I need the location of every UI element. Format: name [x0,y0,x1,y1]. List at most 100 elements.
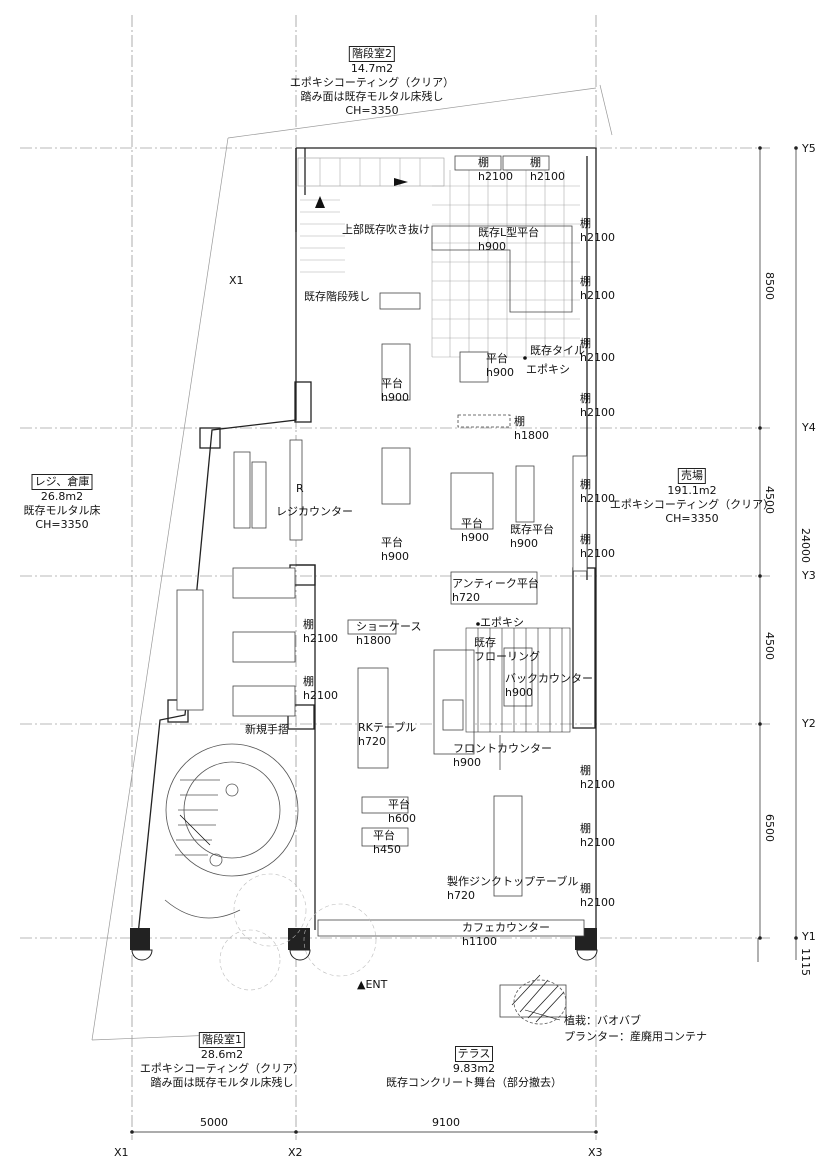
existing-stage-text: 既存平台 [510,523,554,536]
room-area-stair2: 14.7m2 [350,62,394,75]
front-counter-height: h900 [453,756,481,769]
stage-height: h600 [388,812,416,825]
grid-label-y3: Y3 [802,569,816,582]
shelf-text: 棚 [478,156,489,169]
stage-text: 平台 [381,536,403,549]
planting-text: 植栽：バオバブ [564,1014,641,1027]
antique-stage-text: アンティーク平台 [452,577,539,590]
stage-text: 平台 [486,352,508,365]
cafe-counter-text: カフェカウンター [462,921,550,934]
shelf-text: 棚 [530,156,541,169]
furniture [176,155,588,1018]
x1-diagonal-text: X1 [229,274,244,287]
new-handrail-text: 新規手摺 [245,723,289,736]
shelf-text: 棚 [580,392,591,405]
zinc-table-text: 製作ジンクトップテーブル [447,875,579,888]
new-handrail-label: 新規手摺 [245,723,289,737]
dimension-9100: 9100 [432,1116,460,1129]
shelf-height: h2100 [580,778,615,791]
existing-stair-text: 既存階段残し [304,290,370,303]
zinc-table-height: h720 [447,889,475,902]
walls [137,147,597,940]
antique-stage-height: h720 [452,591,480,604]
entrance-text: ▲ENT [357,978,388,991]
stage-text: 平台 [461,517,483,530]
shelf-height: h2100 [580,547,615,560]
showcase-text: ショーケース [356,620,422,633]
shelf-height: h2100 [580,492,615,505]
dimension-5000: 5000 [200,1116,228,1129]
x1-diagonal-label: X1 [229,274,244,288]
existing-stage-height: h900 [510,537,538,550]
grid-label-x2: X2 [288,1146,303,1159]
dimension-1115: 1115 [799,948,812,976]
room-name-stair1: 階段室1 [199,1032,245,1048]
dimension-6500: 6500 [763,814,776,842]
room-name-shop: 売場 [678,468,706,484]
planting-hatch [511,974,567,1025]
shelf-text: 棚 [580,882,591,895]
shelf-height: h2100 [580,896,615,909]
existing-l-stage-text: 既存L型平台 [478,226,540,239]
stage-height: h900 [381,550,409,563]
grid-label-x1: X1 [114,1146,129,1159]
room-name-register: レジ、倉庫 [31,474,93,490]
shelf-text: 棚 [303,618,314,631]
epoxy-label-2: エポキシ [480,616,524,630]
r-text: R [296,482,304,495]
shelf-height: h2100 [580,406,615,419]
room-name-stair2: 階段室2 [349,46,395,62]
room-label-stair1: 階段室1 28.6m2 エポキシコーティング（クリア） 踏み面は既存モルタル床残… [140,1032,304,1090]
shelf-text: 棚 [580,533,591,546]
existing-tile-text: 既存タイル [530,344,585,357]
stage-height: h900 [461,531,489,544]
room-note-stair2: 踏み面は既存モルタル床残し [300,90,444,103]
rk-table-text: RKテーブル [358,721,417,734]
existing-flooring-label: 既存フローリング [474,636,540,664]
planter-label: プランター：産廃用コンテナ [564,1030,707,1044]
back-counter-text: バックカウンター [505,672,593,685]
flooring-hatch [465,627,571,733]
shelf-text: 棚 [580,217,591,230]
room-finish-terrace: 既存コンクリート舞台（部分撤去） [386,1076,562,1089]
epoxy-label-1: エポキシ [526,363,570,377]
dimension-lines [132,148,797,1133]
cafe-counter-height: h1100 [462,935,497,948]
tile-pattern [300,158,580,358]
register-counter-text: レジカウンター [276,505,353,518]
room-name-terrace: テラス [454,1046,494,1062]
room-label-register: レジ、倉庫 26.8m2 既存モルタル床 CH=3350 [24,474,101,532]
room-area-shop: 191.1m2 [667,484,717,497]
shelf-text: 棚 [580,764,591,777]
existing-flooring-line1: 既存 [474,636,496,649]
stage-text: 平台 [373,829,395,842]
shelf-text: 棚 [514,415,525,428]
grid-label-y2: Y2 [802,717,816,730]
existing-stair-label: 既存階段残し [304,290,370,304]
existing-l-stage-height: h900 [478,240,506,253]
grid-label-y1: Y1 [802,930,816,943]
register-counter-label: レジカウンター [276,505,353,519]
shelf-height: h2100 [303,689,338,702]
shelf-height: h1800 [514,429,549,442]
shelf-height: h2100 [580,836,615,849]
